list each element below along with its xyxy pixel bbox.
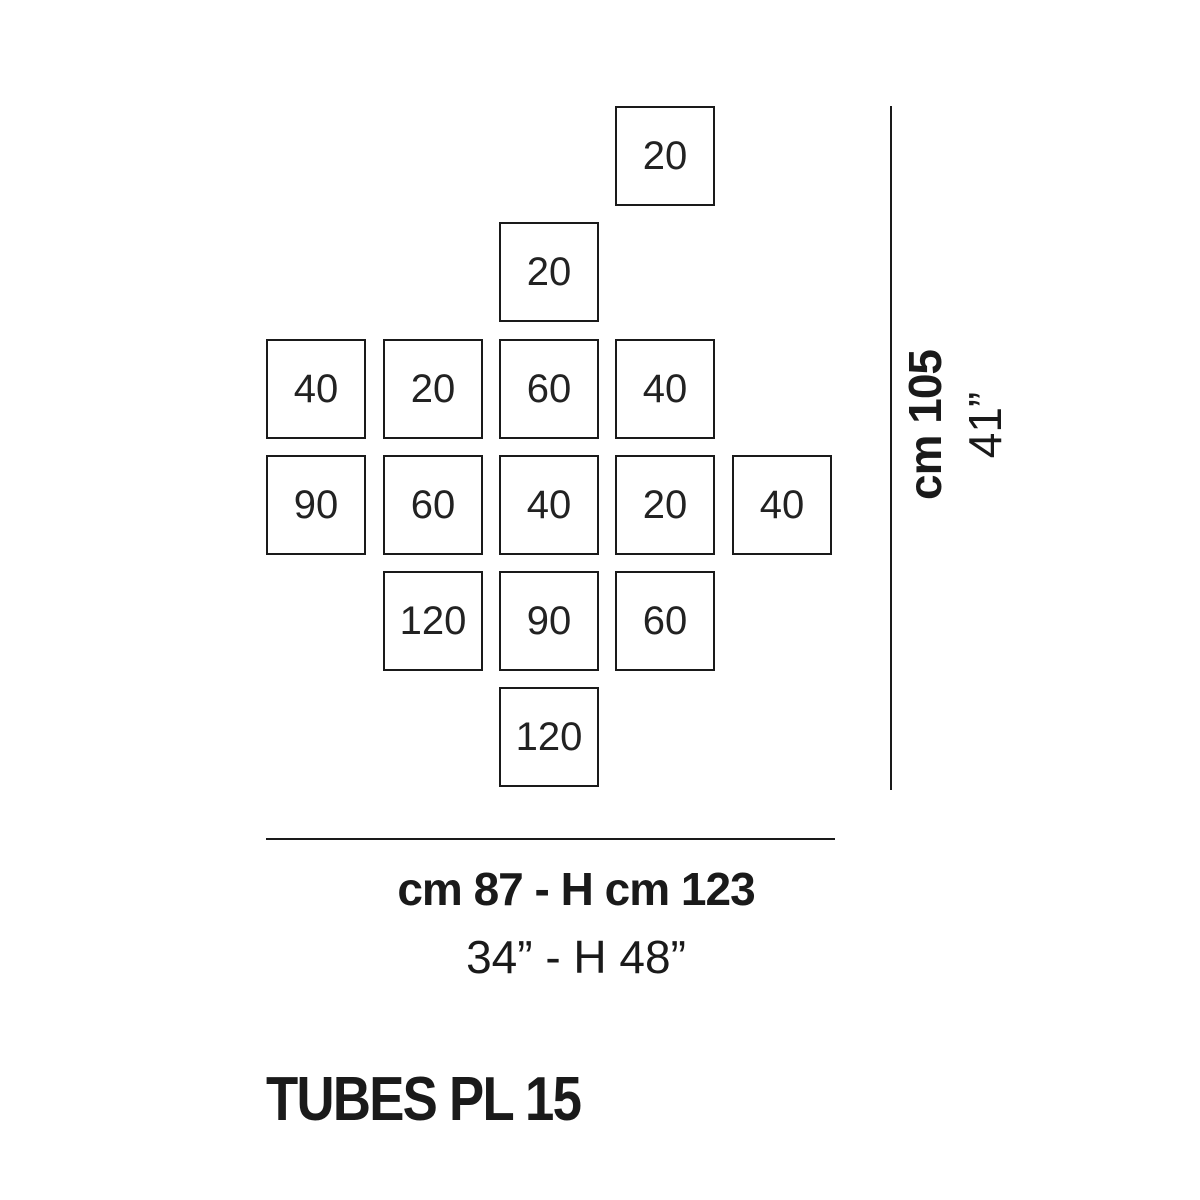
tube-tile: 60 <box>499 339 599 439</box>
height-imperial: 41” <box>959 391 1011 459</box>
tube-tile: 60 <box>615 571 715 671</box>
overall-dimensions-metric: cm 87 - H cm 123 <box>397 863 755 915</box>
product-name: TUBES PL 15 <box>266 1065 582 1134</box>
tube-tile: 120 <box>499 687 599 787</box>
tube-tile: 40 <box>266 339 366 439</box>
tube-tile: 40 <box>732 455 832 555</box>
tube-tile: 120 <box>383 571 483 671</box>
tube-tile: 40 <box>615 339 715 439</box>
tube-tile: 40 <box>499 455 599 555</box>
tube-tile: 20 <box>383 339 483 439</box>
tube-tile: 20 <box>615 106 715 206</box>
tube-tile: 20 <box>499 222 599 322</box>
overall-dimensions-imperial: 34” - H 48” <box>466 931 686 983</box>
width-dimension-line <box>266 838 835 840</box>
tube-tile: 60 <box>383 455 483 555</box>
tube-tile: 20 <box>615 455 715 555</box>
height-dimension-line <box>890 106 892 790</box>
tube-tile: 90 <box>499 571 599 671</box>
height-metric: cm 105 <box>899 349 951 501</box>
tube-tile: 90 <box>266 455 366 555</box>
